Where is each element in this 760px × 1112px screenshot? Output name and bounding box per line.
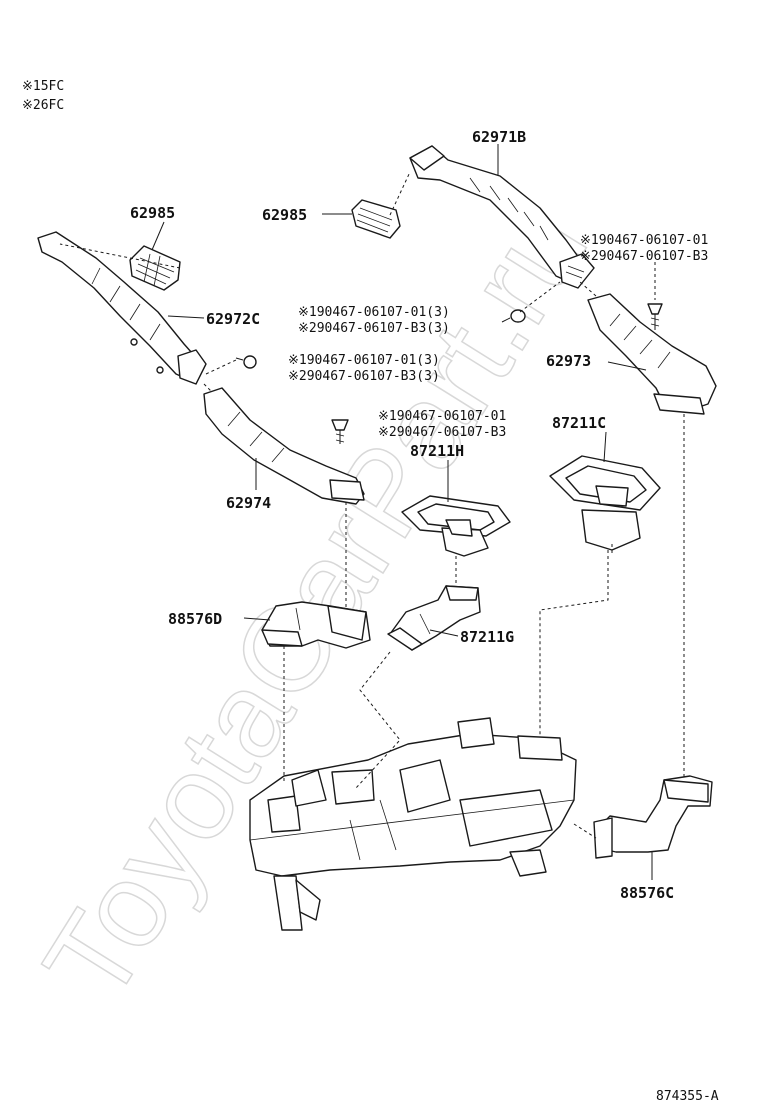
svg-text:※190467-06107-01: ※190467-06107-01: [378, 409, 506, 424]
note-1: ※15FC: [22, 79, 64, 94]
svg-text:※290467-06107-B3: ※290467-06107-B3: [580, 249, 708, 264]
label-62985-center: 62985: [262, 206, 307, 224]
label-62985-left: 62985: [130, 204, 175, 222]
connection-lines: [59, 171, 685, 839]
clip-mid-lower[interactable]: [235, 355, 257, 369]
register-62985-center[interactable]: [351, 199, 401, 239]
duct-88576C[interactable]: [593, 775, 713, 859]
label-88576D: 88576D: [168, 610, 222, 628]
fastener-label-mid-lower: ※190467-06107-01(3) ※290467-06107-B3(3): [288, 353, 440, 384]
clip-mid-upper[interactable]: [501, 309, 526, 323]
duct-62972C[interactable]: [37, 231, 207, 385]
duct-87211G[interactable]: [387, 585, 481, 651]
label-88576C: 88576C: [620, 884, 674, 902]
svg-text:※190467-06107-01(3): ※190467-06107-01(3): [298, 305, 450, 320]
fastener-label-center: ※190467-06107-01 ※290467-06107-B3: [378, 409, 506, 440]
svg-text:※190467-06107-01: ※190467-06107-01: [580, 233, 708, 248]
diagram-id: 874355-A: [656, 1089, 719, 1104]
svg-text:※290467-06107-B3(3): ※290467-06107-B3(3): [298, 321, 450, 336]
svg-text:※290467-06107-B3: ※290467-06107-B3: [378, 425, 506, 440]
label-62974: 62974: [226, 494, 271, 512]
screw-center[interactable]: [331, 419, 349, 444]
duct-62974[interactable]: [203, 387, 365, 505]
fastener-label-mid-upper: ※190467-06107-01(3) ※290467-06107-B3(3): [298, 305, 450, 336]
duct-88576D[interactable]: [261, 601, 371, 649]
duct-62971B[interactable]: [409, 145, 595, 289]
screw-right-top[interactable]: [647, 303, 663, 330]
seal-87211H[interactable]: [401, 495, 511, 557]
register-62985-left[interactable]: [129, 245, 181, 291]
svg-text:※290467-06107-B3(3): ※290467-06107-B3(3): [288, 369, 440, 384]
fastener-label-right-top: ※190467-06107-01 ※290467-06107-B3: [580, 233, 708, 264]
label-62973: 62973: [546, 352, 591, 370]
label-87211C: 87211C: [552, 414, 606, 432]
note-2: ※26FC: [22, 98, 64, 113]
label-87211H: 87211H: [410, 442, 464, 460]
hvac-unit[interactable]: [249, 717, 577, 931]
seal-87211C[interactable]: [549, 455, 661, 551]
label-leaders: [151, 144, 653, 880]
label-87211G: 87211G: [460, 628, 514, 646]
label-62972C: 62972C: [206, 310, 260, 328]
label-62971B: 62971B: [472, 128, 526, 146]
svg-text:※190467-06107-01(3): ※190467-06107-01(3): [288, 353, 440, 368]
duct-62973[interactable]: [587, 293, 717, 415]
